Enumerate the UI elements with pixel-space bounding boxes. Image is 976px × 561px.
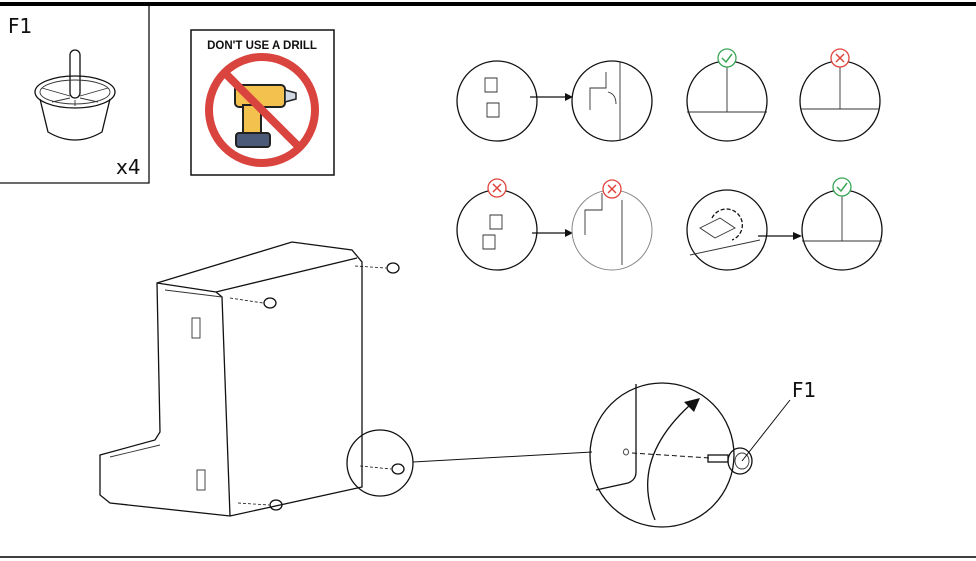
check-icon [717, 48, 737, 68]
arrow-icon [565, 229, 573, 237]
step-circle-1 [456, 60, 538, 142]
callout-label: F1 [792, 378, 816, 402]
cabinet-drawing [99, 241, 593, 517]
foot-part-icon [707, 447, 753, 475]
detail-circle-small [346, 429, 414, 497]
arrow-icon [793, 232, 802, 240]
top-border [0, 2, 976, 6]
foot-markers [229, 262, 405, 511]
detail-zoom: F1 [589, 378, 816, 528]
detail-circle-large [589, 382, 735, 528]
step-circle-2 [571, 60, 653, 142]
rotate-arrow-icon [647, 404, 691, 521]
hinge-icon [191, 317, 201, 339]
no-drill-text: DON'T USE A DRILL [207, 40, 317, 52]
step-circles [456, 48, 883, 271]
prohibited-circle-icon [205, 53, 319, 167]
step-circle-7 [686, 189, 768, 271]
part-quantity: x4 [116, 155, 141, 179]
check-icon [832, 177, 852, 197]
step-circle-6 [571, 189, 653, 271]
foot-icon [34, 49, 116, 141]
hinge-icon [196, 469, 206, 491]
part-panel: F1 x4 [0, 6, 150, 184]
step-circle-5 [456, 189, 538, 271]
arrow-icon [565, 93, 573, 101]
no-drill-sign: DON'T USE A DRILL [190, 29, 335, 176]
part-label: F1 [8, 14, 32, 38]
